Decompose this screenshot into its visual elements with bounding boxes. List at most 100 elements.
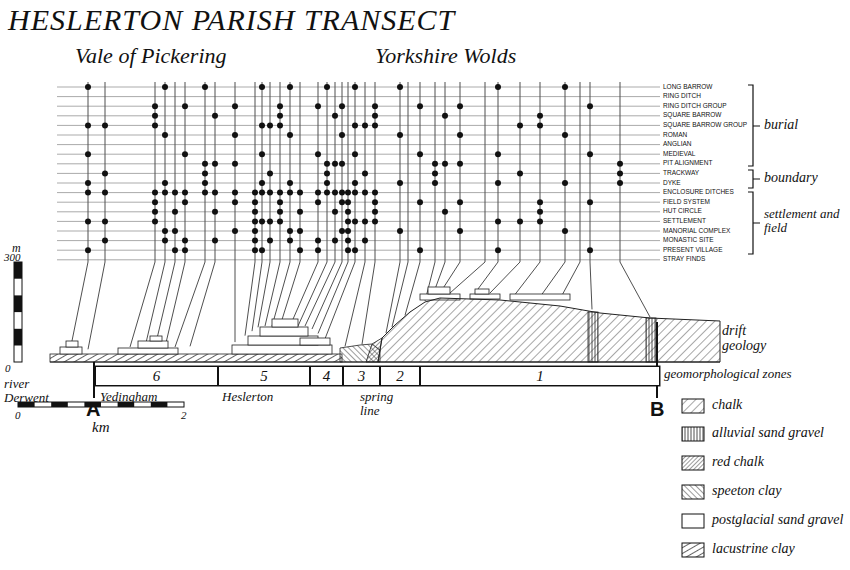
site-dot — [212, 113, 218, 119]
row-line — [57, 135, 660, 136]
row-label: STRAY FINDS — [663, 256, 705, 263]
row-label: PRESENT VILLAGE — [663, 247, 723, 254]
row-label: SETTLEMENT — [663, 218, 706, 225]
legend-label: red chalk — [712, 455, 764, 470]
site-dot — [202, 190, 208, 196]
site-column — [245, 82, 255, 336]
zone-axis-label: geomorphological zones — [664, 367, 791, 381]
site-dot — [102, 218, 108, 224]
row-line — [57, 221, 660, 222]
row-line — [57, 163, 660, 164]
zone-number: 1 — [536, 369, 544, 384]
site-dot — [277, 122, 283, 128]
site-dot — [212, 190, 218, 196]
site-dot — [362, 238, 368, 244]
site-dot — [252, 218, 258, 224]
site-dot — [457, 103, 463, 109]
row-line — [57, 173, 660, 174]
site-dot — [85, 180, 91, 186]
site-dot — [457, 199, 463, 205]
legend-swatch — [682, 456, 704, 470]
section-marker: A — [86, 399, 100, 420]
site-dot — [85, 190, 91, 196]
site-dot — [352, 84, 358, 90]
site-dot — [339, 103, 345, 109]
site-dot — [345, 228, 351, 234]
site-dot — [432, 161, 438, 167]
site-dot — [315, 238, 321, 244]
site-dot — [495, 180, 501, 186]
site-dot — [324, 190, 330, 196]
site-dot — [324, 84, 330, 90]
site-dot — [152, 190, 158, 196]
site-dot — [162, 132, 168, 138]
site-dot — [102, 122, 108, 128]
site-dot — [162, 238, 168, 244]
legend-swatch — [682, 485, 704, 499]
site-dot — [162, 228, 168, 234]
site-column — [305, 82, 335, 326]
site-dot — [287, 190, 293, 196]
site-dot — [232, 132, 238, 138]
site-dot — [232, 161, 238, 167]
site-dot — [495, 151, 501, 157]
legend-label: lacustrine clay — [712, 542, 795, 557]
site-dot — [182, 151, 188, 157]
legend-label: speeton clay — [712, 484, 782, 499]
site-dot — [232, 190, 238, 196]
site-dot — [417, 151, 423, 157]
site-column — [386, 82, 400, 333]
site-dot — [259, 151, 265, 157]
row-line — [57, 96, 660, 97]
site-dot — [372, 199, 378, 205]
place-name: river Derwent — [4, 377, 56, 404]
site-dot — [85, 151, 91, 157]
row-label: SQUARE BARROW — [663, 112, 722, 119]
site-dot — [152, 209, 158, 215]
diagram-title: HESLERTON PARISH TRANSECT — [8, 4, 455, 36]
site-dot — [432, 170, 438, 176]
site-dot — [277, 113, 283, 119]
site-dot — [397, 180, 403, 186]
legend-swatch — [682, 543, 704, 557]
site-dot — [517, 218, 523, 224]
site-dot — [345, 209, 351, 215]
row-line — [57, 240, 660, 241]
group-label: burial — [764, 118, 798, 133]
site-column — [620, 82, 650, 317]
site-column — [405, 82, 420, 315]
site-dot — [352, 180, 358, 186]
row-label: MEDIEVAL — [663, 151, 695, 158]
site-dot — [397, 228, 403, 234]
legend-label: alluvial sand gravel — [712, 426, 824, 441]
scale-unit: km — [92, 420, 110, 436]
site-column — [312, 82, 342, 329]
site-dot — [212, 238, 218, 244]
site-column — [450, 82, 485, 293]
site-dot — [85, 84, 91, 90]
site-dot — [495, 218, 501, 224]
site-column — [440, 82, 460, 293]
site-dot — [457, 228, 463, 234]
site-dot — [102, 238, 108, 244]
site-dot — [267, 122, 273, 128]
site-dot — [339, 228, 345, 234]
site-dot — [297, 190, 303, 196]
site-dot — [324, 180, 330, 186]
site-dot — [457, 132, 463, 138]
site-dot — [102, 170, 108, 176]
site-column — [392, 82, 408, 327]
site-dot — [345, 199, 351, 205]
site-dot — [202, 84, 208, 90]
site-dot — [202, 180, 208, 186]
site-dot — [517, 122, 523, 128]
zone-box: 3 — [343, 366, 380, 386]
site-dot — [417, 103, 423, 109]
site-dot — [152, 199, 158, 205]
site-dot — [332, 190, 338, 196]
site-dot — [397, 84, 403, 90]
site-dot — [182, 190, 188, 196]
row-line — [57, 259, 660, 260]
scale-segment — [14, 329, 22, 346]
site-column — [252, 82, 262, 331]
